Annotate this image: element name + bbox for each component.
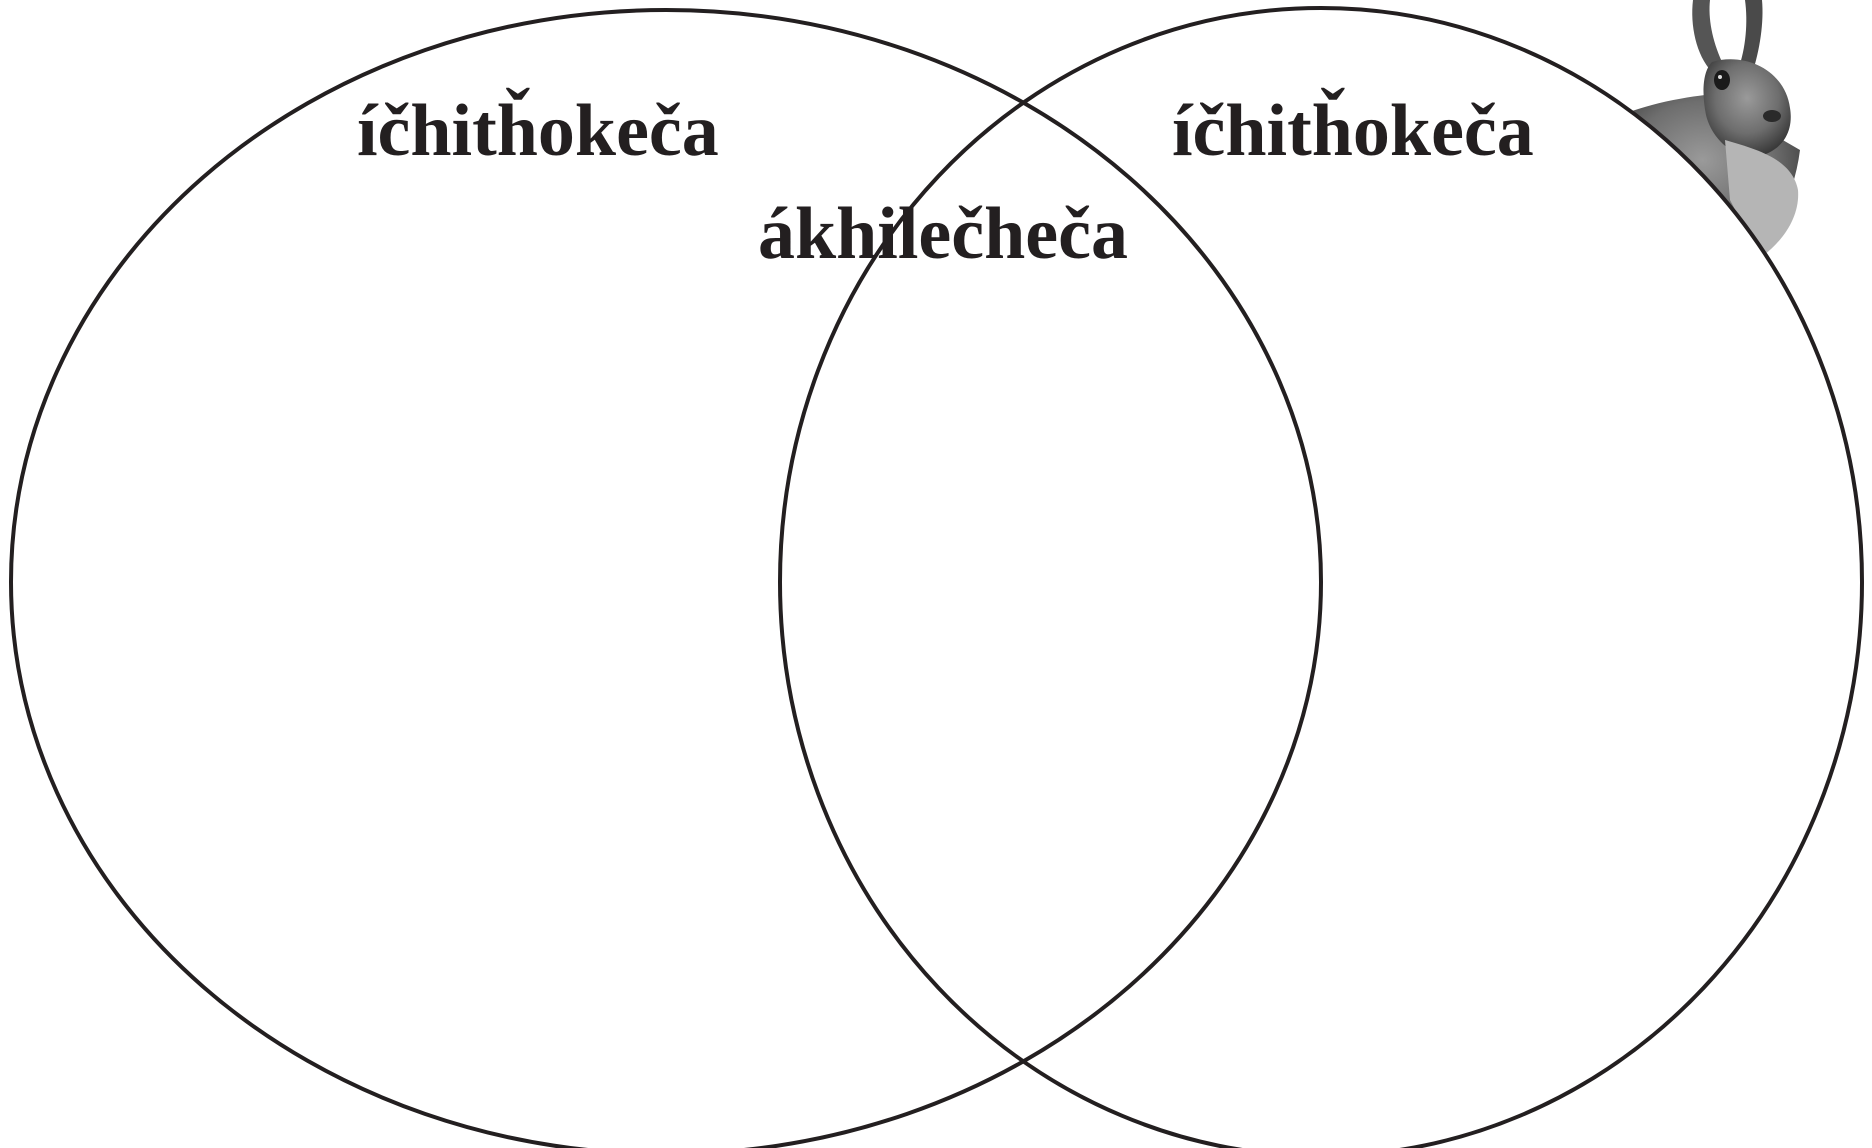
overlap-label: ákhilečheča	[758, 193, 1128, 275]
right-circle-label: íčhitȟokeča	[1172, 88, 1534, 172]
left-circle-label: íčhitȟokeča	[357, 88, 719, 172]
